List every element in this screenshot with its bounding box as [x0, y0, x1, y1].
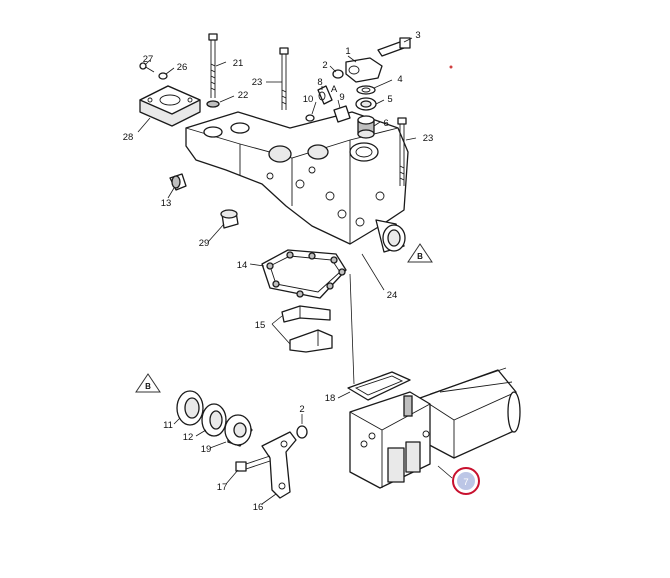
callout-5: 5	[387, 94, 392, 105]
part-23-bolt-right[interactable]	[397, 117, 407, 186]
callout-26: 26	[177, 62, 188, 73]
callout-numbers: 27 26 21 22 28 23 2 1 3 4 5 6 8 A 9 10 2…	[123, 30, 434, 513]
part-18-cover-gasket[interactable]	[347, 371, 411, 401]
reference-mark-b-lower: B	[135, 373, 161, 393]
marker-dot	[449, 65, 453, 69]
callout-2-upper: 2	[322, 60, 327, 71]
part-19-seal[interactable]	[224, 414, 253, 447]
callout-14: 14	[237, 260, 248, 271]
part-4-washer[interactable]	[356, 85, 376, 95]
callout-7-highlighted[interactable]: 7	[452, 467, 480, 495]
part-22-washer[interactable]	[206, 100, 220, 108]
callout-4: 4	[397, 74, 402, 85]
callout-19: 19	[201, 444, 212, 455]
callout-12: 12	[183, 432, 194, 443]
part-2-nut-upper[interactable]	[332, 69, 344, 79]
part-28-flange[interactable]	[139, 85, 201, 127]
svg-text:7: 7	[463, 477, 468, 488]
callout-1: 1	[345, 46, 350, 57]
part-24-outlet-spigot[interactable]	[375, 219, 406, 253]
part-15-clamp-upper[interactable]	[281, 305, 331, 323]
callout-8: 8	[317, 77, 322, 88]
callout-3: 3	[415, 30, 420, 41]
part-29-sleeve[interactable]	[220, 209, 239, 229]
callout-a: A	[331, 84, 338, 95]
callout-23-right: 23	[423, 133, 434, 144]
reference-mark-b-upper: B	[407, 243, 433, 263]
part-14-gasket[interactable]	[261, 249, 347, 299]
leader-lines	[137, 37, 453, 505]
callout-24: 24	[387, 290, 398, 301]
part-7-actuator[interactable]	[349, 367, 521, 489]
callout-15: 15	[255, 320, 266, 331]
svg-text:B: B	[417, 252, 423, 261]
part-8-fitting[interactable]	[317, 85, 333, 105]
callout-10: 10	[303, 94, 314, 105]
callout-6: 6	[383, 118, 388, 129]
callout-9: 9	[339, 92, 344, 103]
svg-text:B: B	[145, 382, 151, 391]
callout-22: 22	[238, 90, 249, 101]
part-16-link-arm[interactable]	[261, 431, 297, 499]
part-15-clamp-lower[interactable]	[289, 329, 333, 353]
part-26-washer[interactable]	[158, 72, 168, 80]
part-3-screw[interactable]	[377, 37, 411, 57]
part-23-bolt-left[interactable]	[279, 47, 289, 110]
part-1-lever[interactable]	[345, 57, 383, 83]
part-21-bolt[interactable]	[208, 33, 218, 98]
callout-18: 18	[325, 393, 336, 404]
callout-17: 17	[217, 482, 228, 493]
callout-29: 29	[199, 238, 210, 249]
part-17-bolt[interactable]	[235, 455, 271, 472]
callout-27: 27	[143, 54, 154, 65]
part-2-nut-lower[interactable]	[296, 425, 308, 439]
callout-21: 21	[233, 58, 244, 69]
callout-23-left: 23	[252, 77, 263, 88]
valve-body-housing[interactable]	[185, 111, 409, 245]
callout-28: 28	[123, 132, 134, 143]
part-11-ring[interactable]	[176, 390, 204, 426]
callout-13: 13	[161, 198, 172, 209]
part-10-oring[interactable]	[305, 114, 315, 122]
part-27-screw[interactable]	[139, 62, 155, 73]
part-13-plug[interactable]	[169, 173, 187, 191]
callout-16: 16	[253, 502, 264, 513]
part-6-bushing[interactable]	[357, 115, 375, 139]
callout-11: 11	[163, 420, 173, 431]
part-9-insert[interactable]	[333, 105, 351, 123]
part-5-bearing[interactable]	[355, 97, 377, 111]
callout-2-lower: 2	[299, 404, 304, 415]
part-12-ring[interactable]	[201, 403, 227, 437]
